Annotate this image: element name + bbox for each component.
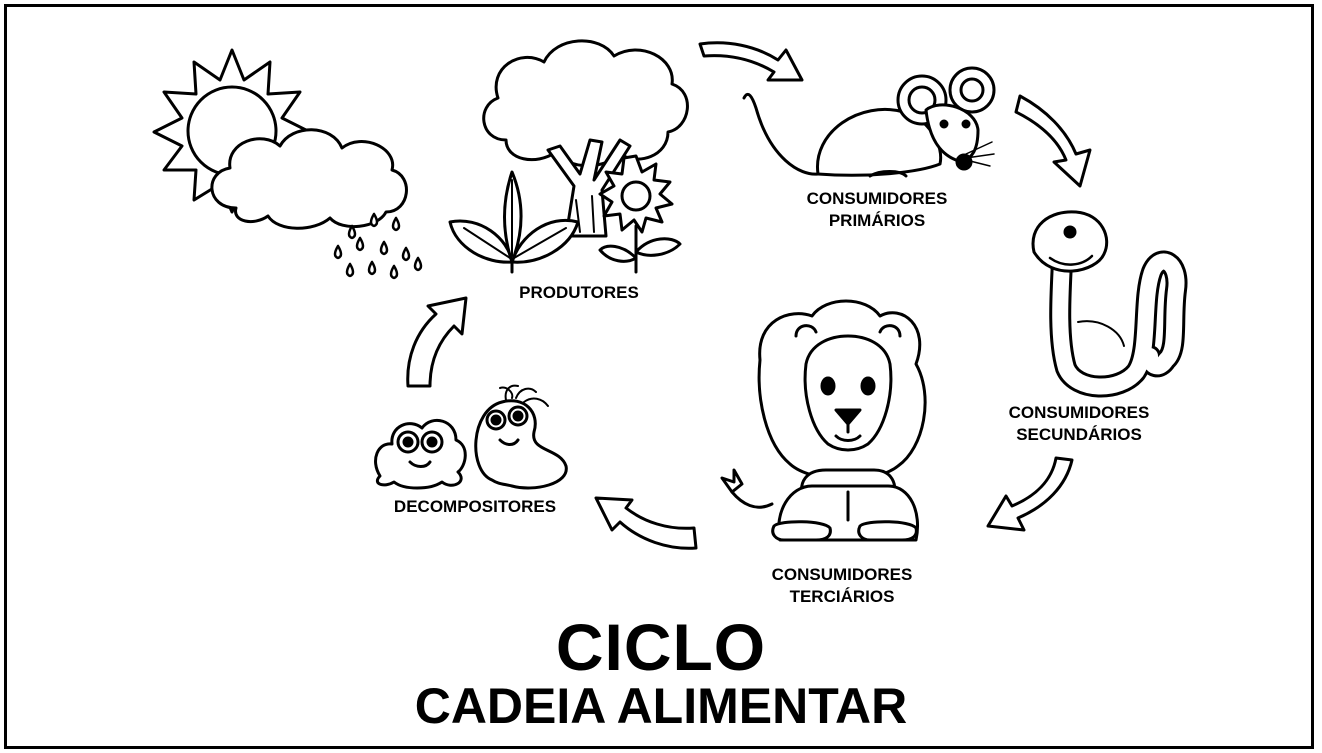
- label-tertiary-line2: TERCIÁRIOS: [789, 587, 895, 606]
- label-producers: PRODUTORES: [494, 282, 664, 304]
- rain-cloud-icon: [210, 128, 423, 280]
- page-subtitle: CADEIA ALIMENTAR: [414, 678, 908, 734]
- page-title: CICLO: [555, 610, 767, 684]
- label-tertiary-consumers: CONSUMIDORES TERCIÁRIOS: [742, 564, 942, 608]
- snake-icon: [1031, 210, 1188, 398]
- label-primary-line1: CONSUMIDORES: [806, 189, 948, 208]
- lion-icon: [720, 299, 927, 542]
- label-tertiary-line1: CONSUMIDORES: [771, 565, 913, 584]
- mouse-icon: [742, 66, 996, 178]
- bacteria-icon: [374, 384, 568, 490]
- label-decomposers-line: DECOMPOSITORES: [393, 497, 557, 516]
- label-primary-line2: PRIMÁRIOS: [828, 211, 926, 230]
- label-secondary-consumers: CONSUMIDORES SECUNDÁRIOS: [984, 402, 1174, 446]
- plant-icon: [448, 170, 580, 274]
- label-decomposers: DECOMPOSITORES: [364, 496, 586, 518]
- tree-icon: [482, 39, 689, 238]
- label-secondary-line1: CONSUMIDORES: [1008, 403, 1150, 422]
- label-producers-line: PRODUTORES: [519, 283, 639, 302]
- label-primary-consumers: CONSUMIDORES PRIMÁRIOS: [782, 188, 972, 232]
- cycle-arrow-icon: [406, 41, 1092, 550]
- label-secondary-line2: SECUNDÁRIOS: [1016, 425, 1142, 444]
- sunflower-icon: [598, 154, 682, 274]
